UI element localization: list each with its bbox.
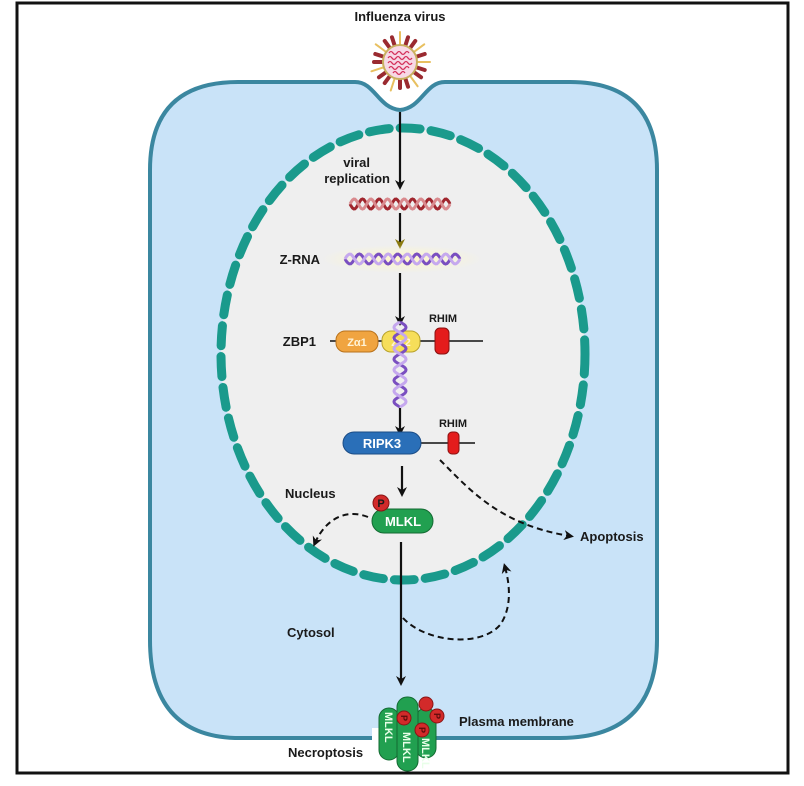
ripk3-label: RIPK3 bbox=[363, 436, 401, 451]
mlkl-label: MLKL bbox=[385, 514, 421, 529]
oligomer-label-2: MLKL bbox=[400, 732, 412, 763]
mlkl-oligomer: MLKL MLKL MLKL P P P bbox=[378, 696, 445, 772]
helix-strand bbox=[343, 252, 462, 266]
zbp1-rhim-domain bbox=[434, 327, 450, 355]
oligomer-phospho-icon-1 bbox=[418, 696, 434, 712]
virus-spike bbox=[403, 35, 411, 48]
virus-label: Influenza virus bbox=[354, 9, 445, 24]
cytosol-label: Cytosol bbox=[287, 625, 335, 640]
z-rna-label: Z-RNA bbox=[280, 252, 321, 267]
plasma-membrane-label: Plasma membrane bbox=[459, 714, 574, 729]
mlkl-protein bbox=[371, 508, 434, 534]
viral-replication-label-2: replication bbox=[324, 171, 390, 186]
ripk3-rhim-domain bbox=[447, 431, 460, 455]
virus-spike bbox=[389, 77, 396, 92]
ripk3-to-apoptosis-arrow bbox=[439, 459, 574, 541]
viral-replication-label-1: viral bbox=[343, 155, 370, 170]
oligomer-phospho-icon-4 bbox=[414, 722, 430, 738]
virus-spike bbox=[403, 76, 411, 89]
virus-spike bbox=[407, 38, 418, 51]
virus-spike bbox=[370, 66, 385, 73]
virus-spike bbox=[414, 51, 427, 59]
zbp1-rhim-label: RHIM bbox=[429, 313, 457, 325]
oligomer-phospho-label-2: P bbox=[399, 715, 409, 721]
necroptosis-label: Necroptosis bbox=[288, 745, 363, 760]
ripk3-rhim-label: RHIM bbox=[439, 418, 467, 430]
virus-spike bbox=[408, 74, 419, 88]
helix-strand bbox=[348, 197, 452, 211]
nucleus-label: Nucleus bbox=[285, 486, 336, 501]
virus-spike bbox=[376, 69, 389, 80]
z-rna-helix-icon bbox=[343, 252, 462, 266]
mlkl-phospho-icon bbox=[372, 494, 390, 512]
virus-spike bbox=[382, 73, 393, 86]
zbp1-label: ZBP1 bbox=[283, 334, 316, 349]
virus-spike bbox=[373, 51, 386, 59]
oligomer-phospho-icon-3 bbox=[396, 710, 412, 726]
mlkl-to-envelope-arrow bbox=[312, 513, 369, 547]
oligomer-label-1: MLKL bbox=[382, 712, 394, 743]
virus-spike bbox=[411, 69, 424, 80]
oligomer-phospho-icon-2 bbox=[429, 708, 445, 724]
z-rna-bound-helix-icon bbox=[392, 320, 408, 409]
influenza-virus-icon bbox=[370, 31, 431, 92]
oligomer-phospho-label-3: P bbox=[417, 727, 427, 733]
apoptosis-label: Apoptosis bbox=[580, 529, 644, 544]
viral-rna-helix-icon bbox=[348, 197, 452, 211]
cytosol-loop-arrow bbox=[402, 563, 512, 641]
zbp1-za1-label: Zα1 bbox=[347, 337, 367, 349]
zbp1-za1-domain bbox=[335, 330, 379, 353]
oligomer-label-3: MLKL bbox=[419, 738, 431, 769]
virus-spike bbox=[414, 65, 427, 73]
mlkl-phospho-label: P bbox=[377, 498, 384, 510]
virus-spike bbox=[382, 38, 393, 51]
virus-spike bbox=[374, 43, 388, 54]
ripk3-protein bbox=[342, 431, 422, 455]
virus-spike bbox=[389, 35, 397, 48]
helix-strand bbox=[392, 320, 408, 409]
oligomer-phospho-label-1: P bbox=[432, 713, 442, 719]
virus-spike bbox=[412, 43, 426, 54]
